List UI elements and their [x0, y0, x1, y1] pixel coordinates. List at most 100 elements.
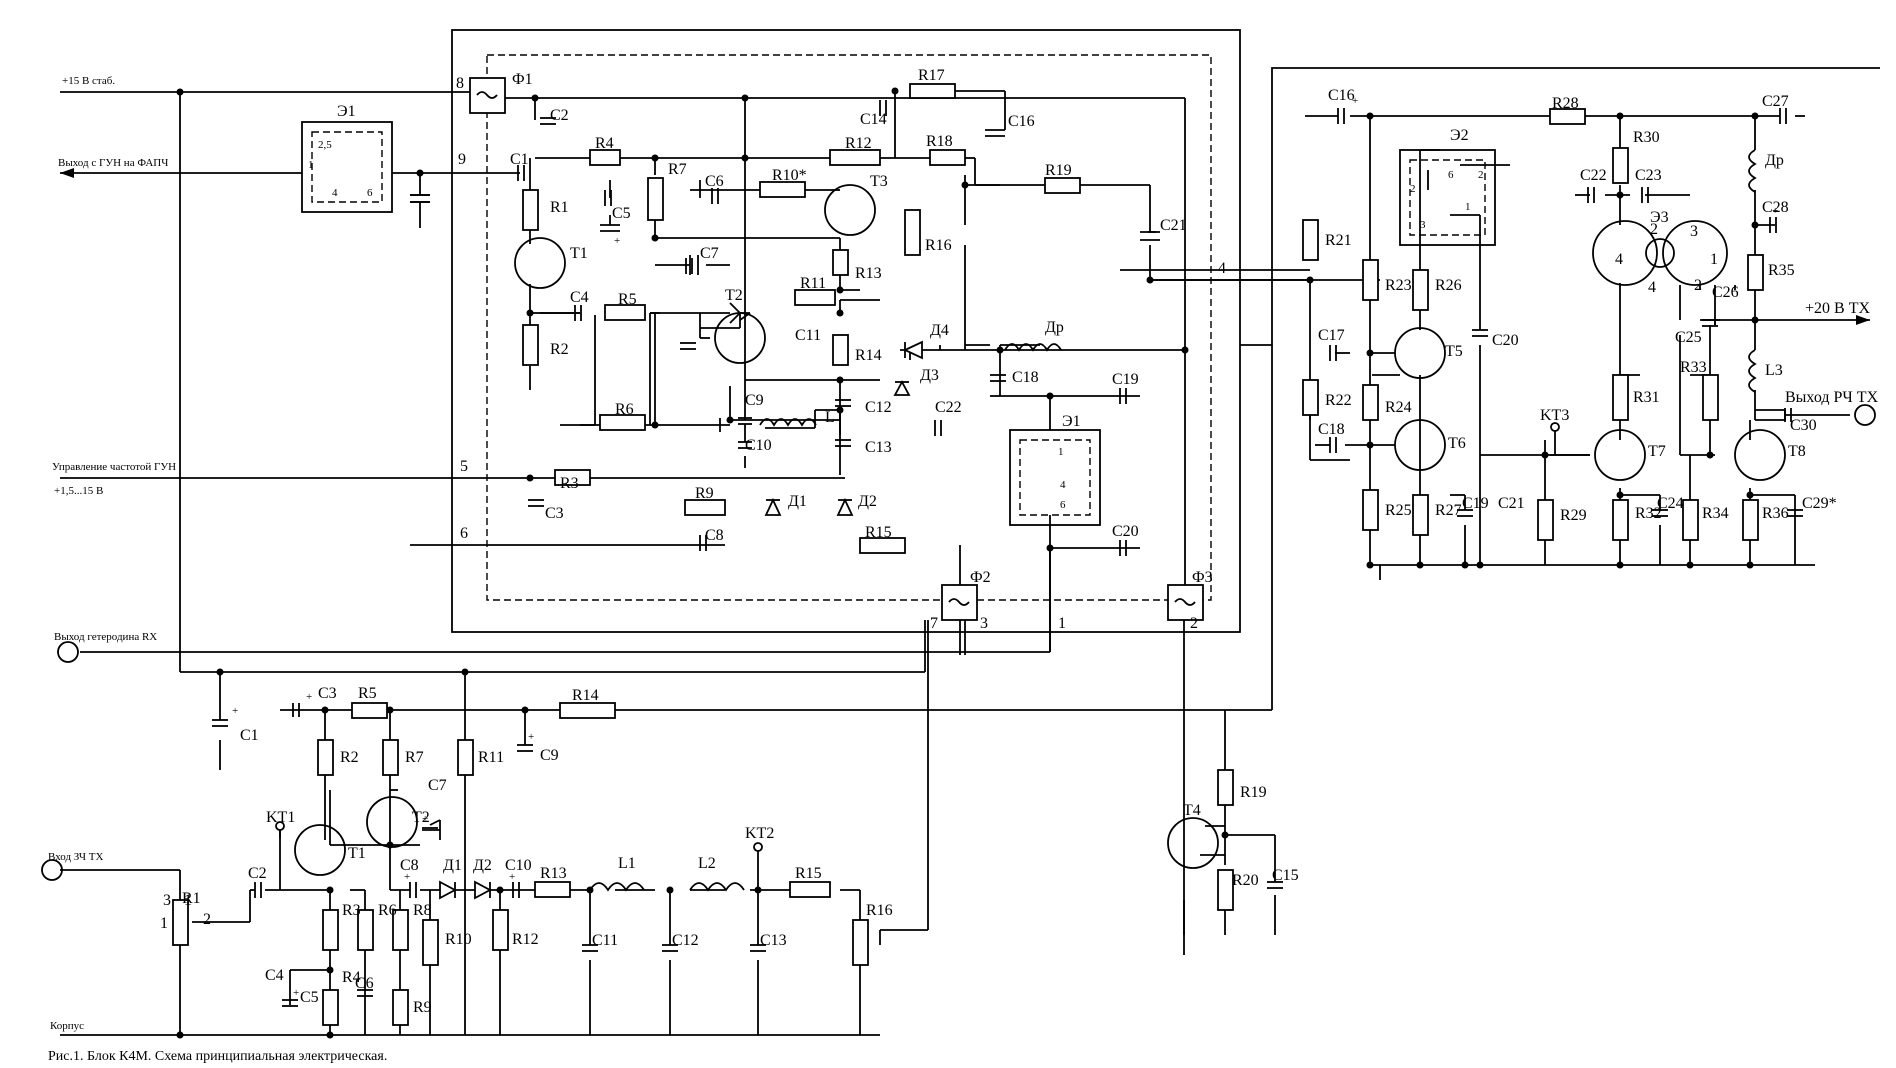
svg-text:+: + — [306, 691, 312, 703]
component-label: T3 — [870, 173, 888, 190]
component-label: Ф2 — [970, 569, 991, 586]
component-label: R15 — [865, 524, 892, 541]
vco-control-range-label: +1,5...15 В — [54, 485, 103, 497]
component-label: R10* — [772, 167, 807, 184]
component-label: R29 — [1560, 507, 1587, 524]
component-label: R14 — [855, 347, 882, 364]
component-label: R9 — [413, 999, 432, 1016]
component-label: L3 — [1765, 362, 1783, 379]
component-label: C16 — [1328, 87, 1355, 104]
pin-number: 4 — [332, 187, 338, 199]
pin-number: 4 — [1615, 251, 1623, 268]
svg-text:+: + — [232, 705, 238, 717]
vco-shield-box — [451, 29, 1241, 633]
component-label: C27 — [1762, 93, 1789, 110]
component-label: R5 — [358, 685, 377, 702]
component-label: C9 — [745, 392, 764, 409]
component-label: R7 — [668, 161, 687, 178]
component-label: C17 — [1318, 327, 1345, 344]
vco-component-labels: Ф1 Ф2 Ф3 T1 T2 T3 R1 R2 R3 R4 R5 R6 R7 R… — [337, 67, 1213, 586]
component-label: C4 — [265, 967, 284, 984]
junctions — [176, 87, 1759, 1039]
component-label: R14 — [572, 687, 599, 704]
component-label: R6 — [378, 902, 397, 919]
component-label: R34 — [1702, 505, 1729, 522]
component-label: C4 — [570, 289, 589, 306]
pin-number: 7 — [930, 615, 938, 632]
component-label: R5 — [618, 291, 637, 308]
component-label: Э1 — [1062, 413, 1081, 430]
pin-number: 9 — [458, 151, 466, 168]
svg-text:+: + — [293, 987, 299, 999]
component-label: R20 — [1232, 872, 1259, 889]
pin-number: 2 — [1190, 615, 1198, 632]
pin-number: 2 — [1650, 221, 1658, 238]
component-label: C29* — [1802, 495, 1837, 512]
component-label: R19 — [1240, 784, 1267, 801]
component-label: R4 — [595, 135, 614, 152]
svg-text:+: + — [1352, 95, 1358, 107]
component-label: Ф3 — [1192, 569, 1213, 586]
component-label: T4 — [1183, 802, 1201, 819]
component-label: R4 — [342, 969, 361, 986]
component-label: C30 — [1790, 417, 1817, 434]
component-label: L2 — [698, 855, 716, 872]
component-label: T1 — [570, 245, 588, 262]
svg-text:+: + — [1772, 205, 1778, 217]
component-label: C10 — [505, 857, 532, 874]
component-label: R33 — [1680, 359, 1707, 376]
component-label: C25 — [1675, 329, 1702, 346]
component-label: R18 — [926, 133, 953, 150]
pin-number: 6 — [367, 187, 373, 199]
connectors — [41, 168, 1876, 881]
svg-text:+: + — [509, 871, 515, 883]
diode-symbols — [439, 340, 923, 900]
component-label: C14 — [860, 111, 887, 128]
tx-audio-in-label: Вход ЗЧ TX — [48, 851, 104, 863]
component-label: R23 — [1385, 277, 1412, 294]
component-label: R24 — [1385, 399, 1412, 416]
tx-amp-box — [1240, 67, 1880, 346]
component-label: C28 — [1762, 199, 1789, 216]
pin-number: 3 — [1690, 223, 1698, 240]
pin-number: 2 — [1410, 183, 1416, 195]
ground-label: Корпус — [50, 1020, 84, 1032]
component-label: C24 — [1657, 495, 1684, 512]
component-label: Др — [1045, 319, 1064, 336]
component-label: KT3 — [1540, 407, 1569, 424]
component-label: L — [825, 409, 835, 426]
component-label: C11 — [795, 327, 821, 344]
vco-to-pll-label: Выход с ГУН на ФАПЧ — [58, 157, 168, 169]
pin-number: 2 — [203, 911, 211, 928]
component-label: R17 — [918, 67, 945, 84]
component-label: C19 — [1462, 495, 1489, 512]
pin-number: 1 — [308, 159, 314, 171]
component-label: R22 — [1325, 392, 1352, 409]
component-label: R30 — [1633, 129, 1660, 146]
component-label: R16 — [866, 902, 893, 919]
component-label: C13 — [760, 932, 787, 949]
component-label: R25 — [1385, 502, 1412, 519]
component-label: R15 — [795, 865, 822, 882]
component-label: C8 — [400, 857, 419, 874]
pin-number: 6 — [1060, 499, 1066, 511]
component-label: C10 — [745, 437, 772, 454]
inductor-coils — [589, 149, 1757, 892]
component-label: R1 — [182, 890, 201, 907]
component-label: C26 — [1712, 284, 1739, 301]
component-label: T6 — [1448, 435, 1466, 452]
component-label: KT2 — [745, 825, 774, 842]
component-label: C2 — [550, 107, 569, 124]
component-label: C13 — [865, 439, 892, 456]
vco-control-label: Управление частотой ГУН — [52, 461, 176, 473]
component-label: R26 — [1435, 277, 1462, 294]
component-label: R35 — [1768, 262, 1795, 279]
component-label: R27 — [1435, 502, 1462, 519]
pin-number: 3 — [163, 892, 171, 909]
tx-amp-component-labels: T5 T6 T7 T8 R21 R22 R23 R24 R25 R26 R27 … — [1318, 87, 1837, 524]
component-label: C18 — [1012, 369, 1039, 386]
pin-number: 4 — [1648, 279, 1656, 296]
component-label: R12 — [845, 135, 872, 152]
component-label: C9 — [540, 747, 559, 764]
